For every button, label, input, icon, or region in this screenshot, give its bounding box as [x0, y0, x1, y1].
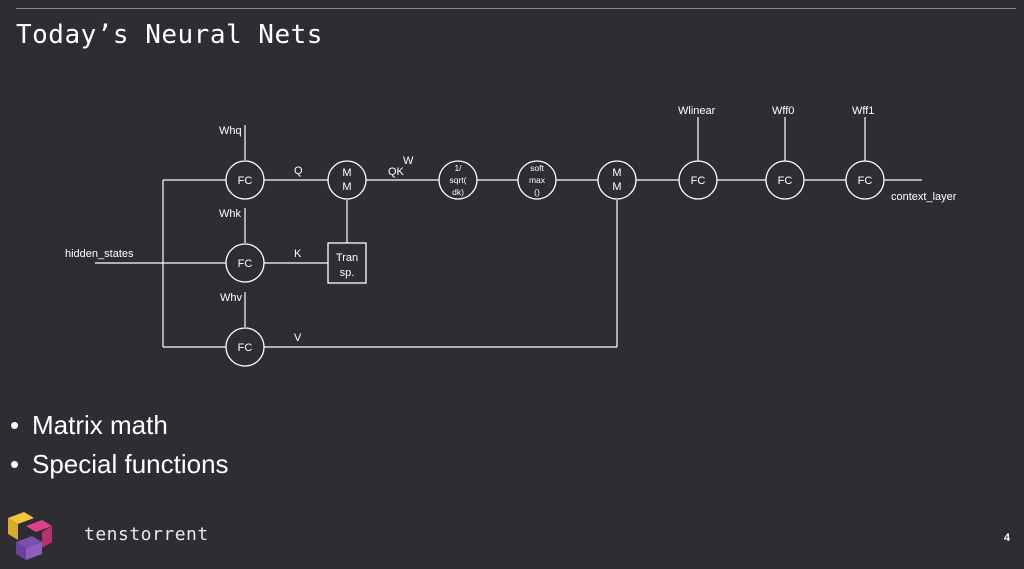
whv-label: Whv — [220, 292, 243, 304]
bullet-list: • Matrix math • Special functions — [10, 406, 229, 484]
scale-label-line-2: sqrt( — [450, 175, 467, 185]
bullet-item: • Special functions — [10, 445, 229, 484]
wlinear-label: Wlinear — [678, 105, 716, 117]
fc-ff0-node — [765, 160, 805, 200]
transpose-label-line-2: sp. — [340, 267, 355, 279]
bullet-item: • Matrix math — [10, 406, 229, 445]
bullet-text: Matrix math — [32, 410, 168, 440]
fc-v-label: FC — [238, 342, 253, 354]
slide-title: Today’s Neural Nets — [16, 20, 323, 50]
matmul-1-label-line-2: M — [342, 181, 351, 193]
bullet-icon: • — [10, 410, 20, 440]
scale-label-line-3: dk) — [452, 187, 464, 197]
matmul-2-label-line-1: M — [612, 167, 621, 179]
brand-name: tenstorrent — [84, 524, 209, 545]
whq-label: Whq — [219, 125, 242, 137]
fc-linear-node — [678, 160, 718, 200]
fc-k-label: FC — [238, 258, 253, 270]
softmax-label-line-1: soft — [530, 163, 544, 173]
fc-linear-label: FC — [691, 175, 706, 187]
connector-lines — [95, 117, 922, 348]
v-edge-label: V — [294, 332, 302, 344]
wff1-label: Wff1 — [852, 105, 874, 117]
softmax-node — [517, 160, 557, 200]
qk-superscript-label: W — [403, 155, 414, 167]
fc-ff0-label: FC — [778, 175, 793, 187]
softmax-label-line-3: () — [534, 187, 540, 197]
matmul-1-label-line-1: M — [342, 167, 351, 179]
transpose-label-line-1: Tran — [336, 252, 358, 264]
fc-k-node — [225, 243, 265, 283]
scale-node — [438, 160, 478, 200]
bullet-icon: • — [10, 449, 20, 479]
k-edge-label: K — [294, 248, 302, 260]
softmax-label-line-2: max — [529, 175, 546, 185]
fc-ff1-node — [845, 160, 885, 200]
top-divider — [16, 8, 1016, 9]
qk-edge-label: QK — [388, 166, 405, 178]
matmul-2-node — [597, 160, 637, 200]
transpose-node — [327, 242, 367, 284]
fc-ff1-label: FC — [858, 175, 873, 187]
context-layer-label: context_layer — [891, 191, 957, 203]
hidden-states-label: hidden_states — [65, 248, 134, 260]
tenstorrent-logo-icon — [8, 512, 52, 560]
fc-q-node — [225, 160, 265, 200]
fc-v-node — [225, 327, 265, 367]
whk-label: Whk — [219, 208, 242, 220]
bullet-text: Special functions — [32, 449, 229, 479]
matmul-1-node — [327, 160, 367, 200]
q-edge-label: Q — [294, 165, 303, 177]
scale-label-line-1: 1/ — [454, 163, 462, 173]
matmul-2-label-line-2: M — [612, 181, 621, 193]
wff0-label: Wff0 — [772, 105, 794, 117]
fc-q-label: FC — [238, 175, 253, 187]
page-number: 4 — [1003, 532, 1010, 544]
